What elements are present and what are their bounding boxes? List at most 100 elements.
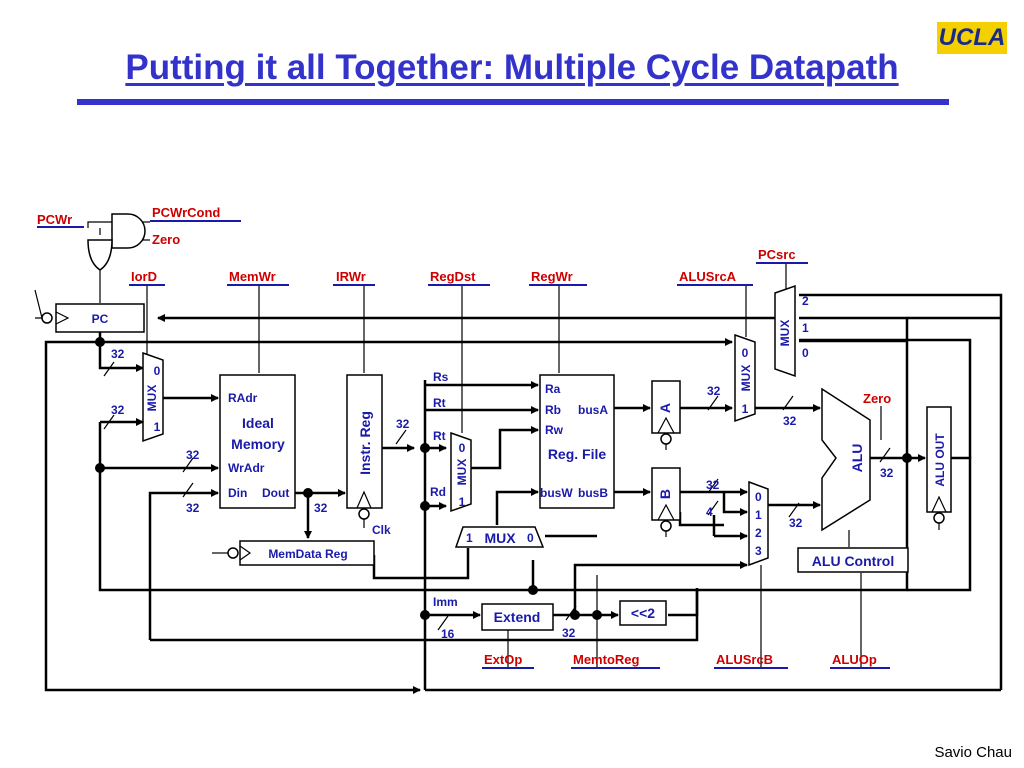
slide-title: Putting it all Together: Multiple Cycle …: [125, 48, 899, 87]
register-b: B: [651, 467, 681, 537]
title-underline-bar: [77, 99, 949, 105]
or-gate: [87, 239, 113, 271]
pc-register: PC: [34, 289, 145, 333]
memtoreg-label: MemtoReg: [573, 652, 640, 667]
iord-mux: 0 1 MUX: [142, 351, 164, 443]
svg-text:2: 2: [755, 526, 762, 540]
wire-labels: Rs Rt Rt Rd Imm 16 32 32 32 32 32 32 32 …: [111, 347, 894, 641]
svg-text:32: 32: [789, 516, 803, 530]
svg-text:3: 3: [755, 544, 762, 558]
zero-in-label: Zero: [152, 232, 180, 247]
svg-text:1: 1: [154, 420, 161, 434]
svg-text:32: 32: [783, 414, 797, 428]
irwr-label: IRWr: [336, 269, 366, 284]
svg-text:32: 32: [706, 478, 720, 492]
svg-text:Rt: Rt: [433, 396, 446, 410]
svg-text:0: 0: [154, 364, 161, 378]
pc-label: PC: [92, 312, 109, 326]
ucla-logo: UCLA: [937, 22, 1007, 54]
aluop-label: ALUOp: [832, 652, 877, 667]
pcwrcond-label: PCWrCond: [152, 205, 220, 220]
svg-text:32: 32: [707, 384, 721, 398]
svg-text:Ra: Ra: [545, 382, 561, 396]
svg-text:Rb: Rb: [545, 403, 561, 417]
svg-text:1: 1: [466, 531, 473, 545]
svg-text:ALU OUT: ALU OUT: [933, 433, 947, 487]
register-file: Ra Rb Rw busA Reg. File busW busB: [539, 374, 615, 509]
svg-text:0: 0: [527, 531, 534, 545]
svg-text:busW: busW: [540, 486, 573, 500]
svg-text:MUX: MUX: [739, 365, 753, 392]
memdata-register: MemData Reg: [212, 540, 375, 566]
svg-text:Reg. File: Reg. File: [548, 446, 607, 462]
svg-text:WrAdr: WrAdr: [228, 461, 265, 475]
svg-text:1: 1: [802, 321, 809, 335]
svg-text:MUX: MUX: [455, 459, 469, 486]
svg-text:Rt: Rt: [433, 429, 446, 443]
svg-text:RAdr: RAdr: [228, 391, 258, 405]
pcwr-label: PCWr: [37, 212, 72, 227]
svg-text:0: 0: [459, 441, 466, 455]
svg-text:busA: busA: [578, 403, 608, 417]
svg-text:1: 1: [755, 508, 762, 522]
svg-text:Imm: Imm: [433, 595, 458, 609]
svg-text:Din: Din: [228, 486, 247, 500]
memwr-label: MemWr: [229, 269, 276, 284]
svg-text:MUX: MUX: [484, 530, 516, 546]
svg-text:Ideal: Ideal: [242, 415, 274, 431]
svg-text:32: 32: [314, 501, 328, 515]
junction-dots: [95, 337, 912, 620]
pcsrc-mux: MUX 2 1 0: [774, 284, 809, 378]
mux-label: MUX: [145, 385, 159, 412]
pcsrc-label: PCsrc: [758, 247, 796, 262]
svg-text:1: 1: [459, 495, 466, 509]
svg-text:32: 32: [111, 347, 125, 361]
svg-text:4: 4: [706, 505, 713, 519]
alu: ALU: [821, 387, 871, 532]
instruction-register: Instr. Reg Clk: [346, 374, 391, 537]
svg-text:0: 0: [742, 346, 749, 360]
svg-text:32: 32: [562, 626, 576, 640]
svg-text:ALU Control: ALU Control: [812, 553, 894, 569]
svg-text:Rd: Rd: [430, 485, 446, 499]
ideal-memory: RAdr Ideal Memory WrAdr Din Dout: [219, 374, 296, 509]
alusrca-mux: 0 1 MUX: [734, 333, 756, 423]
svg-text:Clk: Clk: [372, 523, 391, 537]
regdst-label: RegDst: [430, 269, 476, 284]
shift-left-2: <<2: [619, 600, 667, 626]
svg-text:Rs: Rs: [433, 370, 449, 384]
alusrca-label: ALUSrcA: [679, 269, 737, 284]
svg-text:16: 16: [441, 627, 455, 641]
logo-text: UCLA: [938, 24, 1006, 51]
svg-text:2: 2: [802, 294, 809, 308]
svg-text:Instr. Reg: Instr. Reg: [357, 411, 373, 475]
alusrcb-label: ALUSrcB: [716, 652, 773, 667]
svg-text:Memory: Memory: [231, 436, 285, 452]
memtoreg-mux: 1 0 MUX: [454, 526, 545, 548]
control-signal-labels: PCWr PCWrCond Zero IorD MemWr IRWr RegDs…: [37, 205, 891, 669]
svg-text:32: 32: [111, 403, 125, 417]
regwr-label: RegWr: [531, 269, 573, 284]
svg-text:32: 32: [396, 417, 410, 431]
extend-unit: Extend: [481, 603, 554, 631]
iord-label: IorD: [131, 269, 157, 284]
alusrcb-mux: 0 1 2 3: [748, 480, 769, 567]
author-footer: Savio Chau: [934, 744, 1012, 761]
svg-text:0: 0: [755, 490, 762, 504]
svg-text:Rw: Rw: [545, 423, 564, 437]
alu-control: ALU Control: [797, 547, 909, 573]
svg-text:MUX: MUX: [778, 320, 792, 347]
svg-text:B: B: [657, 489, 673, 499]
alu-out-register: ALU OUT: [926, 406, 952, 530]
svg-text:Extend: Extend: [494, 609, 541, 625]
svg-text:Dout: Dout: [262, 486, 289, 500]
svg-text:32: 32: [186, 501, 200, 515]
and-gate: [111, 213, 146, 249]
svg-text:A: A: [657, 403, 673, 413]
svg-text:1: 1: [742, 402, 749, 416]
register-a: A: [651, 380, 681, 450]
extop-label: ExtOp: [484, 652, 522, 667]
svg-text:<<2: <<2: [631, 605, 655, 621]
svg-text:0: 0: [802, 346, 809, 360]
